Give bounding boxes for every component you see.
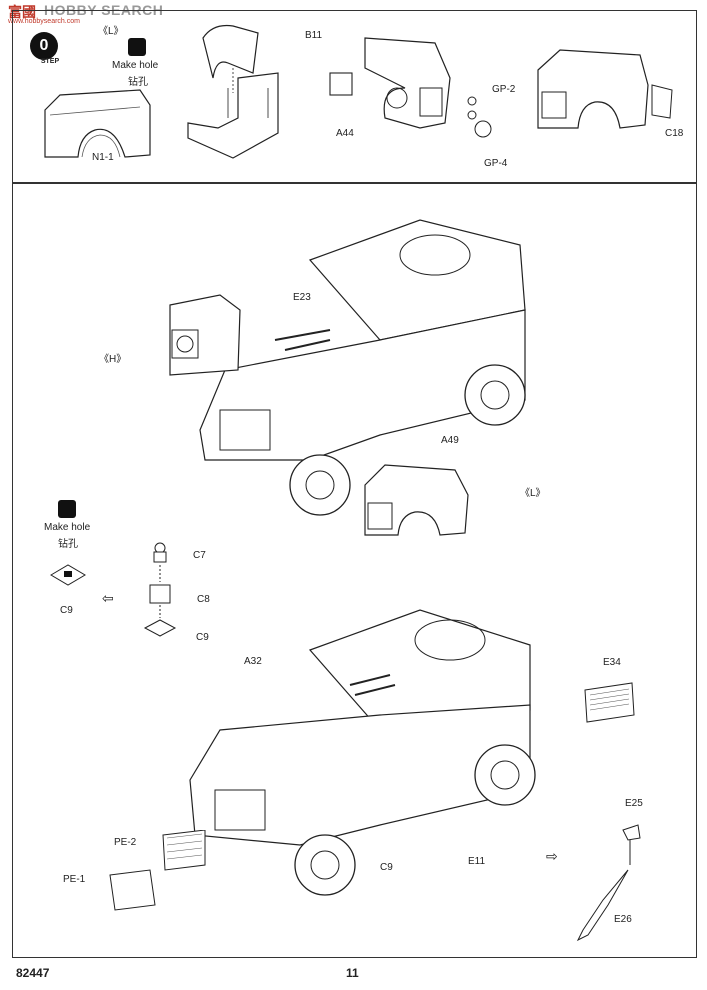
part-label-e23: E23 <box>293 292 311 303</box>
part-label-l: 《L》 <box>520 488 546 499</box>
part-label-a32: A32 <box>244 656 262 667</box>
stack-c7-c8-c9-drawing <box>143 542 177 637</box>
part-label-h: 《H》 <box>99 354 127 365</box>
part-label-c18: C18 <box>665 128 684 139</box>
fender-l-drawing <box>364 464 469 536</box>
part-label-gp-4: GP-4 <box>484 158 508 169</box>
part-label-e26: E26 <box>614 914 632 925</box>
vehicle-assembly-drawing-2 <box>189 609 536 896</box>
part-label-gp-2: GP-2 <box>492 84 516 95</box>
arrow-left-icon: ⇦ <box>102 590 114 606</box>
make-hole-label: Make hole <box>112 60 159 71</box>
watermark-url: www.hobbysearch.com <box>8 18 80 25</box>
fender-n1-drawing <box>44 89 151 158</box>
part-label-c9-left: C9 <box>60 605 73 616</box>
arrow-right-icon: ⇨ <box>546 848 558 864</box>
fender-c18-drawing <box>537 49 673 129</box>
panel-e34-drawing <box>584 682 635 723</box>
part-label-a49: A49 <box>441 435 459 446</box>
base-c9-drawing <box>50 564 86 586</box>
part-label-e25: E25 <box>625 798 643 809</box>
grille-pe-drawing <box>109 830 206 911</box>
watermark-logo: 富國 <box>8 4 36 20</box>
part-label-b11: B11 <box>305 30 323 41</box>
step-label: STEP <box>40 58 60 65</box>
part-label-n1-1: N1-1 <box>92 152 114 163</box>
make-hole-cn-label-2: 钻孔 <box>58 539 78 550</box>
part-label-c7: C7 <box>193 550 206 561</box>
part-label-a44: A44 <box>336 128 354 139</box>
make-hole-label-2: Make hole <box>44 522 91 533</box>
headlight-panel-h-drawing <box>169 294 241 376</box>
bracket-e25-e26-drawing <box>576 824 641 942</box>
part-label-pe-1: PE-1 <box>63 874 86 885</box>
part-label-c9-mid: C9 <box>196 632 209 643</box>
make-hole-cn-label: 钻孔 <box>128 77 148 88</box>
lens-gp4-drawing <box>474 120 492 138</box>
part-label-e34: E34 <box>603 657 621 668</box>
make-hole-icon <box>128 38 146 56</box>
step-number: 0 <box>30 32 58 60</box>
top-left-variant-label: 《L》 <box>98 26 124 37</box>
page-number: 11 <box>346 966 359 980</box>
top-panel <box>12 10 697 184</box>
fender-b11-drawing <box>187 24 279 159</box>
main-panel <box>12 182 697 958</box>
part-label-c9-bottom: C9 <box>380 862 393 873</box>
part-label-c8: C8 <box>197 594 210 605</box>
part-label-e11: E11 <box>468 856 486 867</box>
part-label-pe-2: PE-2 <box>114 837 137 848</box>
lens-gp2-drawing <box>467 96 477 120</box>
make-hole-icon-2 <box>58 500 76 518</box>
fender-assembly-drawing <box>329 37 451 129</box>
kit-code: 82447 <box>16 966 50 980</box>
vehicle-assembly-drawing-1 <box>199 219 526 516</box>
